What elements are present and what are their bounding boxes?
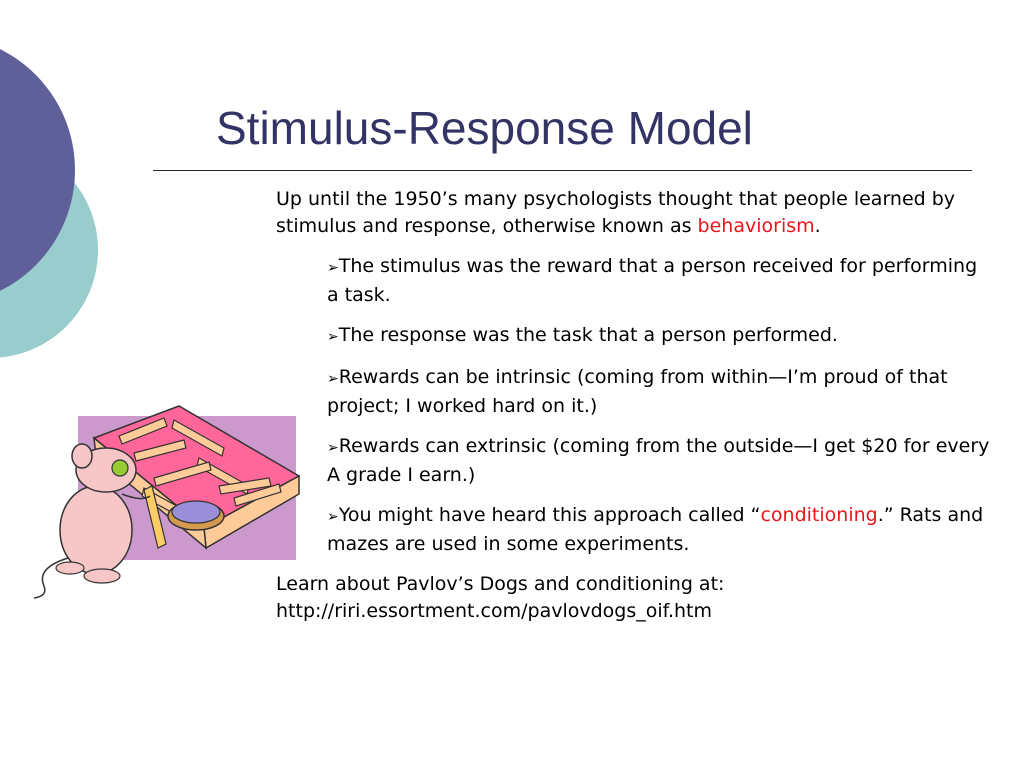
intro-paragraph: Up until the 1950’s many psychologists t… <box>276 188 956 237</box>
slide-title: Stimulus-Response Model <box>216 102 753 154</box>
bullet-item: ➢You might have heard this approach call… <box>327 504 984 555</box>
decorative-circles <box>0 49 98 358</box>
arrow-bullet-icon: ➢ <box>327 371 339 387</box>
bullet-item: ➢The response was the task that a person… <box>327 324 838 346</box>
arrow-bullet-icon: ➢ <box>327 329 339 345</box>
behaviorism-highlight: behaviorism <box>697 215 815 237</box>
blue-circle <box>0 49 75 291</box>
bullet-item: ➢Rewards can be intrinsic (coming from w… <box>327 366 948 417</box>
rat-maze-icon <box>33 405 300 599</box>
pavlov-url: http://riri.essortment.com/pavlovdogs_oi… <box>276 600 712 622</box>
conditioning-highlight: conditioning <box>760 504 878 526</box>
bullet-item: ➢The stimulus was the reward that a pers… <box>327 255 978 306</box>
arrow-bullet-icon: ➢ <box>327 260 339 276</box>
title-divider <box>153 170 972 171</box>
footer-paragraph: Learn about Pavlov’s Dogs and conditioni… <box>276 573 725 622</box>
slide-body: Up until the 1950’s many psychologists t… <box>276 186 991 638</box>
arrow-bullet-icon: ➢ <box>327 440 339 456</box>
arrow-bullet-icon: ➢ <box>327 509 339 525</box>
bullet-item: ➢Rewards can extrinsic (coming from the … <box>327 435 990 486</box>
